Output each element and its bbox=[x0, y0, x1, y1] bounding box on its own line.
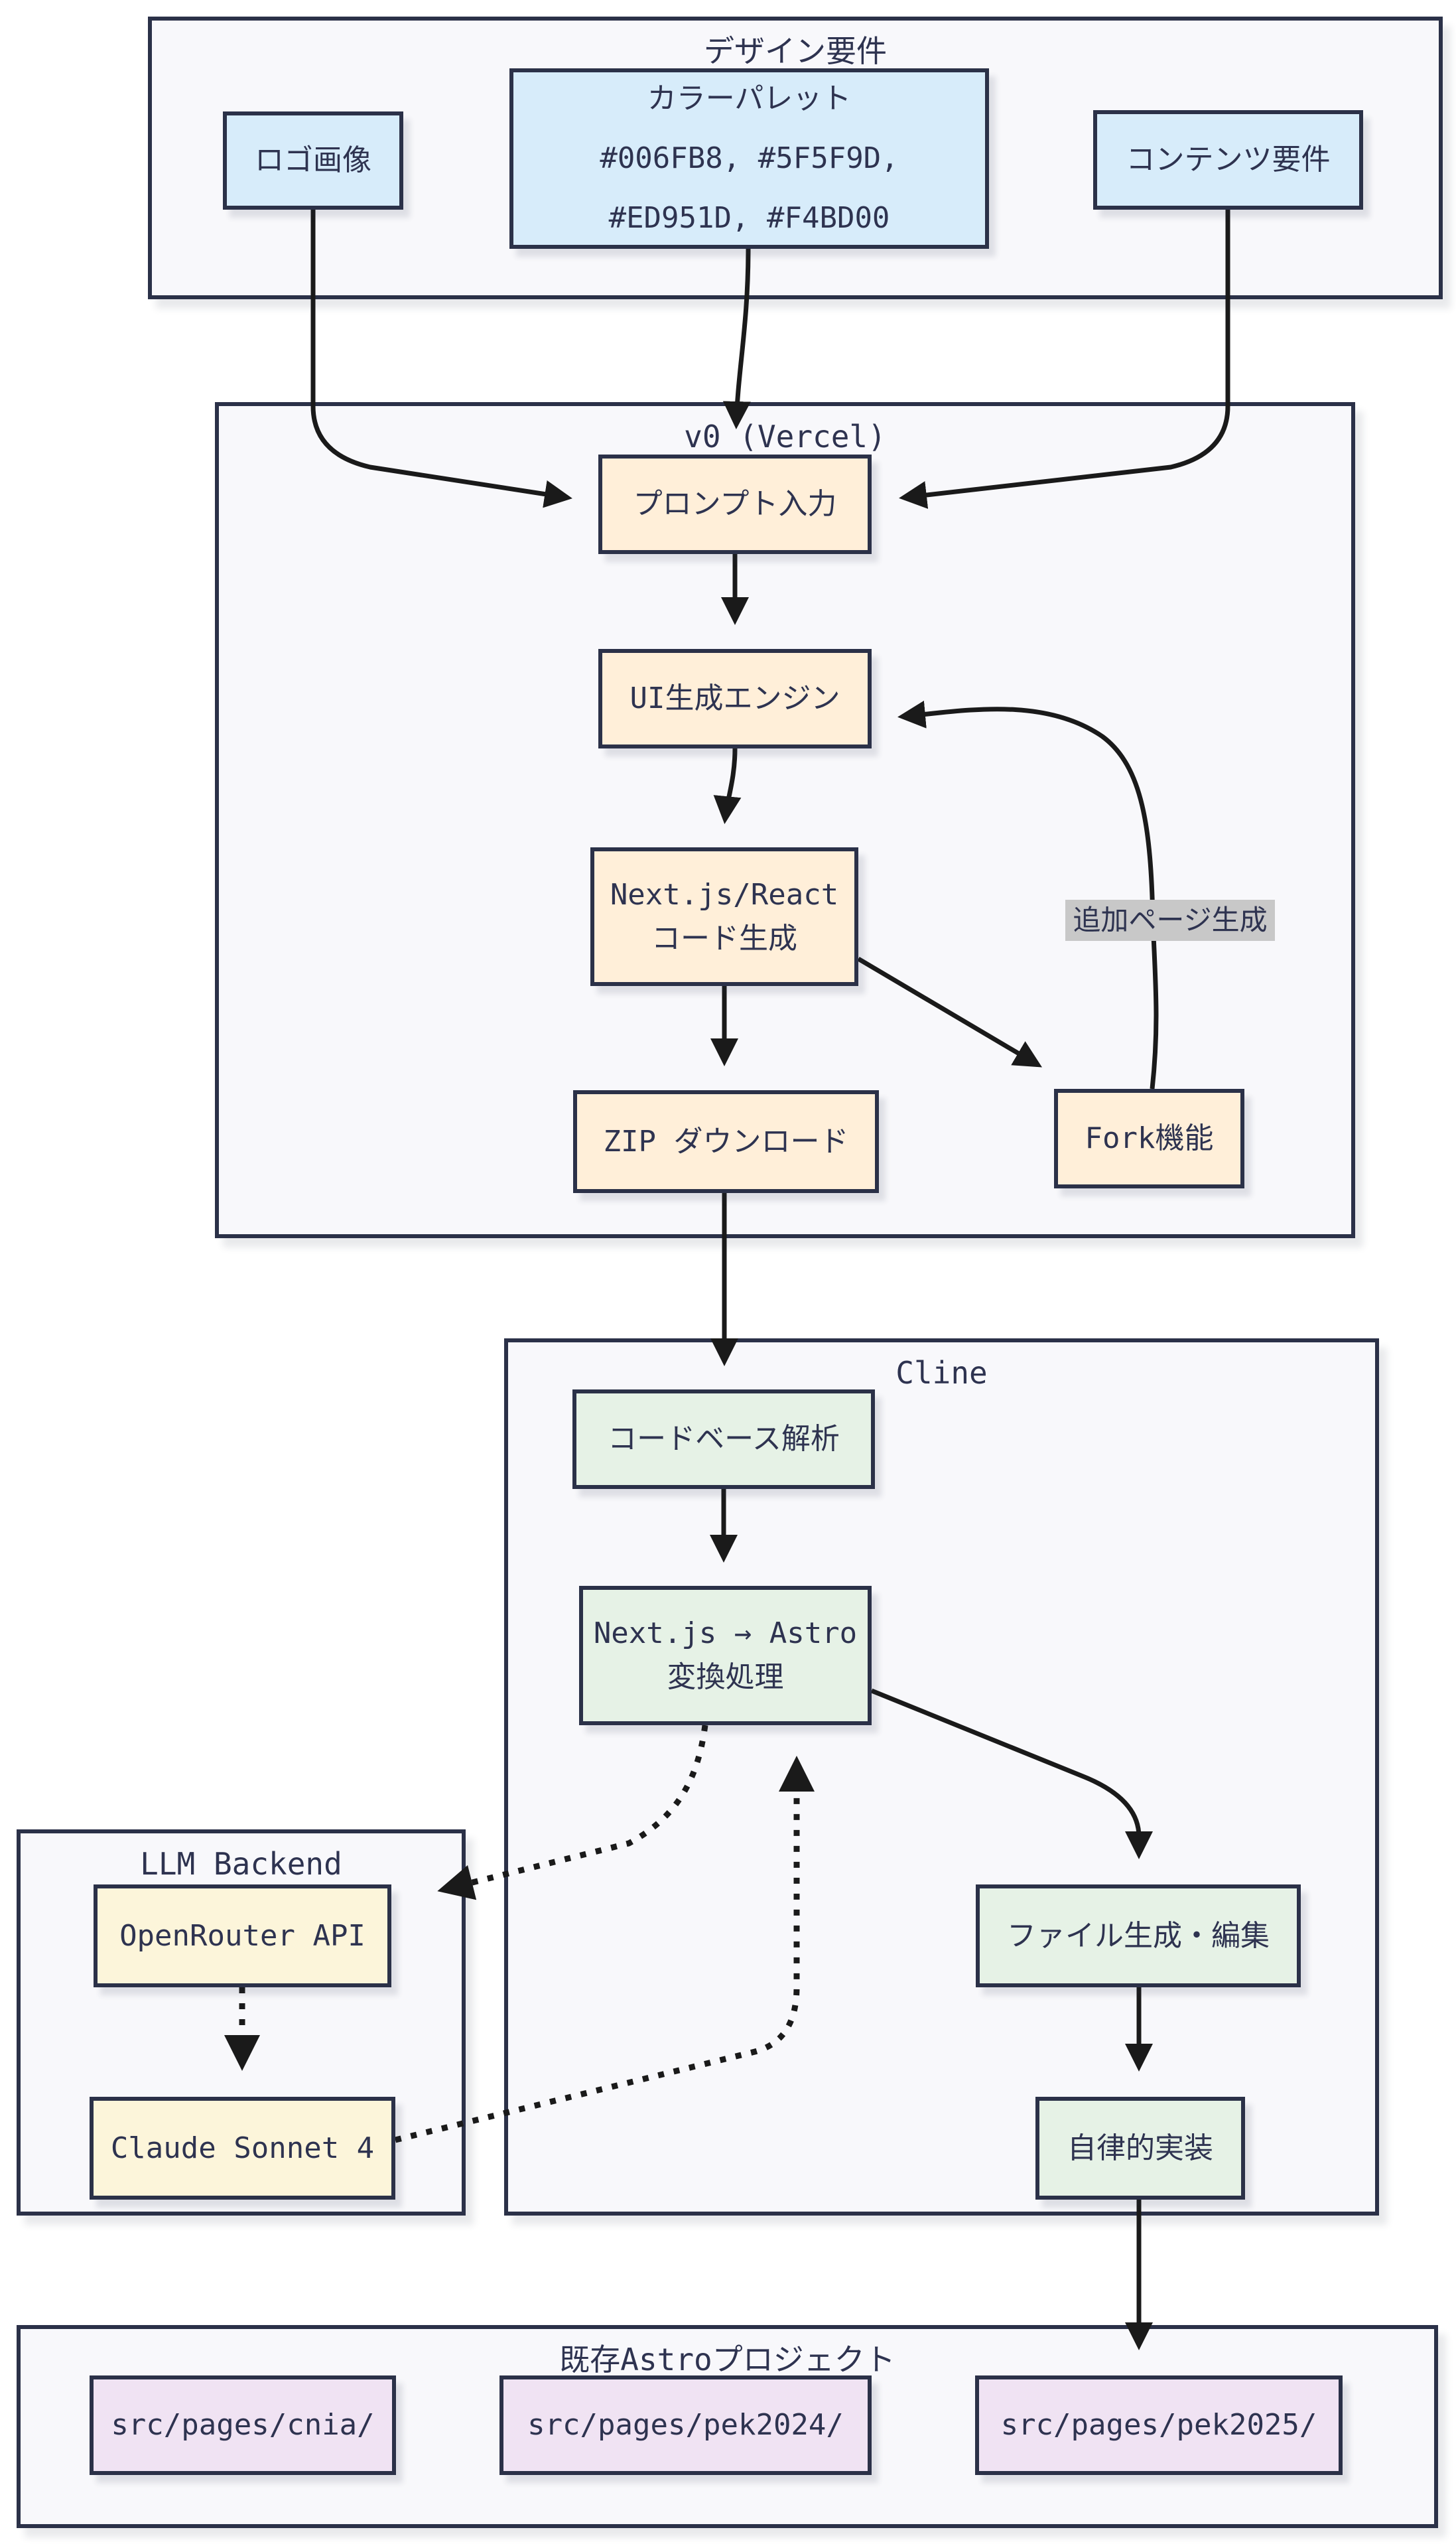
node-fork-feature-label: Fork機能 bbox=[1085, 1121, 1214, 1155]
node-nextjs-react-codegen-line2: コード生成 bbox=[651, 921, 797, 956]
cluster-title-existing-astro-project: 既存Astroプロジェクト bbox=[559, 2342, 895, 2377]
edge-conversion-to-openrouter-dotted bbox=[437, 1725, 708, 1900]
node-fork-feature: Fork機能 bbox=[1054, 1089, 1244, 1188]
node-color-palette-hex-line2: #ED951D, #F4BD00 bbox=[608, 201, 890, 235]
node-ui-generation-engine-label: UI生成エンジン bbox=[629, 681, 840, 715]
node-src-pages-pek2024: src/pages/pek2024/ bbox=[499, 2375, 872, 2475]
node-claude-sonnet-4: Claude Sonnet 4 bbox=[90, 2097, 395, 2200]
edge-codegen-to-fork bbox=[857, 956, 1043, 1068]
node-color-palette: カラーパレット #006FB8, #5F5F9D, #ED951D, #F4BD… bbox=[509, 68, 989, 249]
node-src-pages-pek2024-label: src/pages/pek2024/ bbox=[527, 2408, 844, 2442]
node-prompt-input: プロンプト入力 bbox=[598, 455, 872, 554]
edge-content-to-prompt bbox=[899, 210, 1230, 509]
node-src-pages-cnia-label: src/pages/cnia/ bbox=[111, 2408, 375, 2442]
node-autonomous-implementation: 自律的実装 bbox=[1035, 2097, 1245, 2200]
node-src-pages-cnia: src/pages/cnia/ bbox=[90, 2375, 396, 2475]
edge-logo-to-prompt bbox=[310, 210, 572, 508]
node-prompt-input-label: プロンプト入力 bbox=[633, 487, 837, 521]
node-codebase-analysis-label: コードベース解析 bbox=[608, 1422, 840, 1456]
node-zip-download-label: ZIP ダウンロード bbox=[603, 1124, 849, 1159]
node-zip-download: ZIP ダウンロード bbox=[573, 1090, 879, 1193]
node-autonomous-implementation-label: 自律的実装 bbox=[1067, 2131, 1213, 2165]
edge-label-additional-page-generation: 追加ページ生成 bbox=[1065, 900, 1275, 941]
node-logo-image: ロゴ画像 bbox=[223, 111, 403, 210]
edge-palette-to-prompt bbox=[722, 248, 751, 429]
node-file-generation-editing-label: ファイル生成・編集 bbox=[1007, 1918, 1270, 1953]
node-color-palette-hex-line1: #006FB8, #5F5F9D, bbox=[600, 141, 899, 175]
node-openrouter-api: OpenRouter API bbox=[94, 1884, 391, 1987]
cluster-title-design-requirements: デザイン要件 bbox=[704, 33, 887, 69]
node-content-requirements-label: コンテンツ要件 bbox=[1126, 143, 1331, 177]
cluster-title-llm-backend: LLM Backend bbox=[140, 1846, 342, 1882]
node-content-requirements: コンテンツ要件 bbox=[1093, 110, 1363, 210]
edge-ui-engine-to-codegen bbox=[713, 748, 742, 824]
node-color-palette-title: カラーパレット bbox=[647, 82, 852, 115]
cluster-title-v0-vercel: v0 (Vercel) bbox=[684, 419, 886, 455]
node-src-pages-pek2025: src/pages/pek2025/ bbox=[975, 2375, 1343, 2475]
node-codebase-analysis: コードベース解析 bbox=[572, 1389, 875, 1489]
node-nextjs-react-codegen: Next.js/React コード生成 bbox=[590, 847, 858, 986]
edge-claude-to-conversion-dotted bbox=[394, 1756, 815, 2143]
node-nextjs-astro-conversion-line1: Next.js → Astro bbox=[593, 1616, 858, 1650]
node-nextjs-astro-conversion: Next.js → Astro 変換処理 bbox=[579, 1586, 872, 1725]
node-nextjs-astro-conversion-line2: 変換処理 bbox=[667, 1660, 784, 1694]
node-claude-sonnet-4-label: Claude Sonnet 4 bbox=[110, 2131, 375, 2165]
node-logo-image-label: ロゴ画像 bbox=[255, 143, 371, 177]
node-nextjs-react-codegen-line1: Next.js/React bbox=[610, 877, 839, 912]
node-openrouter-api-label: OpenRouter API bbox=[119, 1918, 365, 1953]
node-file-generation-editing: ファイル生成・編集 bbox=[976, 1884, 1301, 1987]
edge-fork-to-ui-engine-additional-pages bbox=[897, 700, 1159, 1090]
edge-conversion-to-filegen bbox=[870, 1688, 1153, 1859]
cluster-title-cline: Cline bbox=[895, 1355, 988, 1391]
node-ui-generation-engine: UI生成エンジン bbox=[598, 649, 872, 748]
node-src-pages-pek2025-label: src/pages/pek2025/ bbox=[1000, 2408, 1317, 2442]
